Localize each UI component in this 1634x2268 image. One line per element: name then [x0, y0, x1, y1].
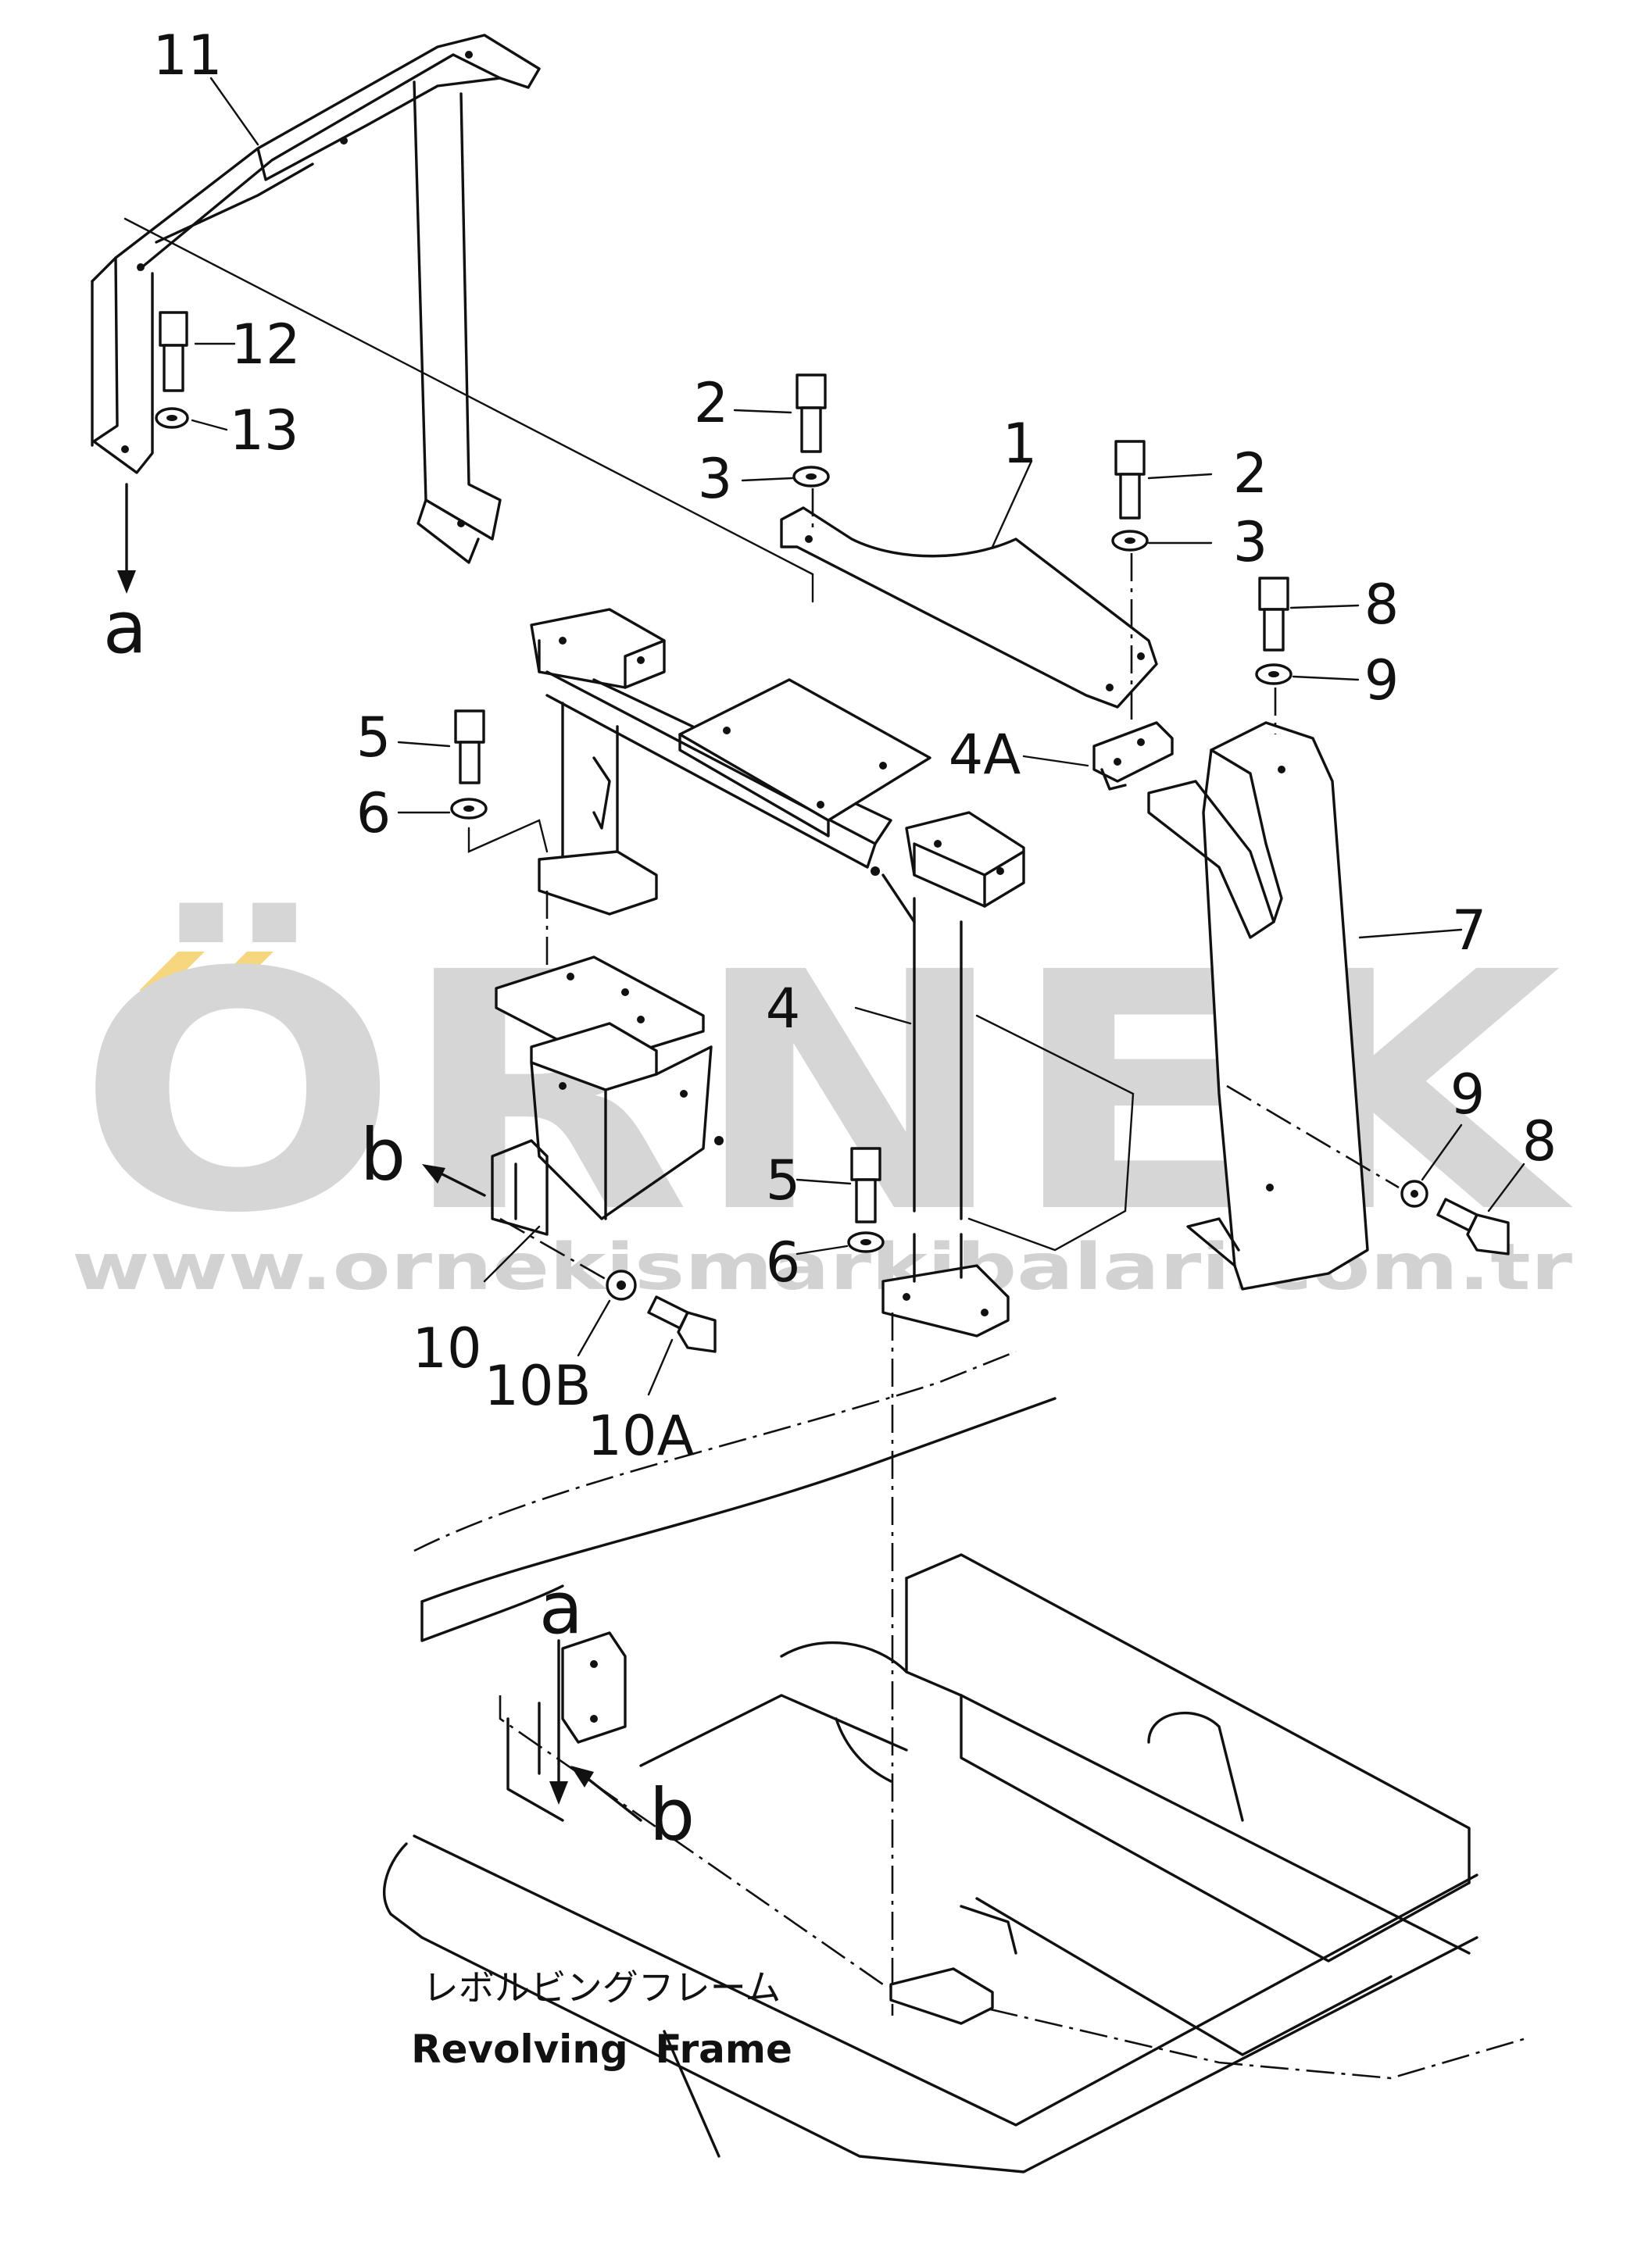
bolt-8-upper [1258, 577, 1360, 652]
label-part-10: 10 [412, 1316, 481, 1380]
label-part-11: 11 [152, 23, 222, 88]
washer-13 [155, 407, 228, 431]
marker-a-top: a [103, 586, 147, 670]
bracket-box-part-10 [422, 955, 724, 1283]
label-part-5a: 5 [356, 705, 392, 770]
label-part-4: 4 [766, 977, 801, 1041]
watermark-accent-right [208, 952, 274, 991]
washer-6-lower [796, 1231, 894, 2016]
bolt-12 [159, 311, 236, 392]
washer-3-right [1111, 530, 1213, 727]
label-part-8a: 8 [1364, 573, 1400, 637]
label-part-6b: 6 [766, 1230, 801, 1295]
label-part-3b: 3 [1233, 510, 1268, 574]
marker-b-top: b [360, 1113, 406, 1197]
part-labels: 11 12 13 2 3 1 2 3 8 9 4A 5 6 7 4 9 8 5 … [152, 23, 1557, 1468]
label-part-2a: 2 [694, 371, 729, 435]
label-part-12: 12 [231, 313, 300, 377]
cover-plate-part-1 [780, 459, 1158, 709]
bolt-5-upper [397, 709, 485, 784]
label-part-2b: 2 [1233, 441, 1268, 505]
washer-6-upper [397, 798, 549, 853]
marker-b-bottom: b [649, 1773, 695, 1857]
washer-9-upper [1255, 663, 1360, 734]
label-part-5b: 5 [766, 1148, 801, 1213]
caption-japanese: レボルビングフレーム [423, 1966, 781, 2009]
label-part-9a: 9 [1364, 648, 1400, 713]
caption-english: Revolving Frame [411, 2027, 792, 2072]
reference-markers: a b a b [103, 586, 695, 1857]
bolt-2-left [733, 373, 827, 453]
revolving-frame [383, 1350, 1525, 2173]
label-part-8b: 8 [1522, 1109, 1557, 1173]
washer-9-lower [1400, 1123, 1463, 1208]
bolt-2-right [1114, 440, 1213, 520]
label-part-10A: 10A [588, 1404, 695, 1468]
label-part-9b: 9 [1450, 1063, 1486, 1127]
washer-3-left [741, 466, 830, 531]
main-frame-part-4 [530, 608, 1025, 1338]
label-part-3a: 3 [698, 447, 733, 511]
label-part-6a: 6 [356, 781, 392, 845]
bolt-5-lower [796, 1147, 881, 1223]
bolt-8-lower [1436, 1163, 1525, 1255]
label-part-1: 1 [1003, 412, 1038, 476]
marker-a-bottom: a [539, 1566, 583, 1650]
caption: レボルビングフレーム Revolving Frame [411, 1966, 792, 2072]
label-part-7: 7 [1452, 898, 1487, 963]
label-part-13: 13 [229, 398, 299, 463]
label-part-4A: 4A [949, 723, 1021, 787]
washer-10B [577, 1270, 637, 1357]
bolt-10A [647, 1295, 717, 1396]
bracket-frame-part-11 [91, 34, 814, 594]
label-part-10B: 10B [484, 1354, 591, 1418]
watermark-accent-left [139, 952, 205, 991]
bracket-part-4A [1022, 721, 1174, 791]
side-cover-part-7 [967, 721, 1463, 1291]
